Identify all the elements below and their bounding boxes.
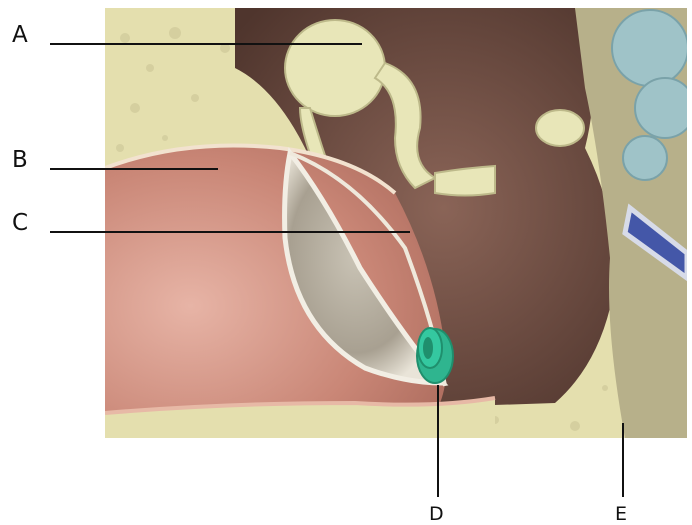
ear-anatomy-illustration (105, 8, 687, 438)
ventilation-tube (417, 328, 453, 383)
label-e: E (615, 505, 627, 524)
label-c: C (12, 212, 28, 235)
label-d: D (429, 505, 444, 524)
label-b: B (12, 149, 28, 172)
label-a: A (12, 24, 28, 47)
